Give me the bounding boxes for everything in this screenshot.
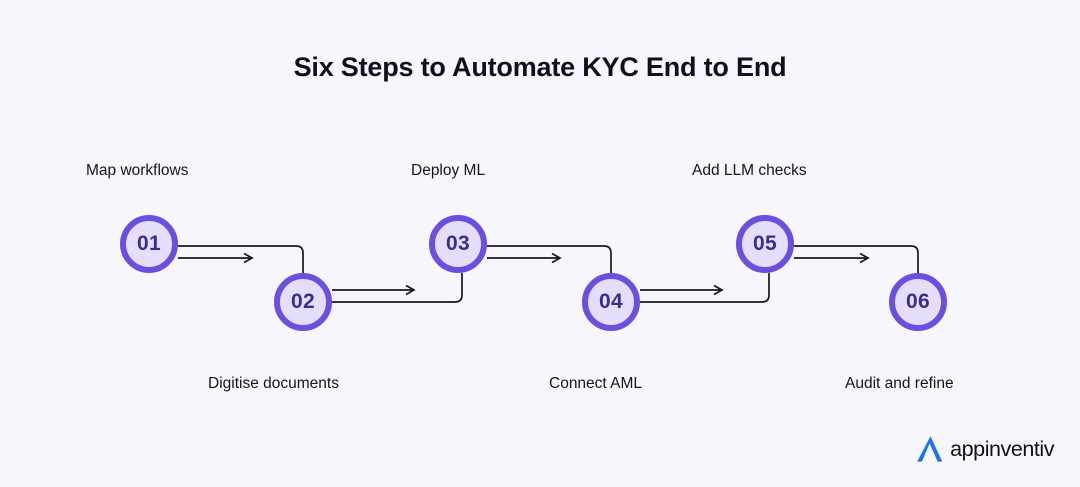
page-title: Six Steps to Automate KYC End to End <box>293 52 787 82</box>
connector-05-06-path <box>794 245 919 275</box>
appinventiv-logo[interactable]: appinventiv <box>915 433 1054 465</box>
appinventiv-wordmark: appinventiv <box>950 436 1054 461</box>
step-label-04: Connect AML <box>549 375 643 392</box>
step-node-04[interactable]: 04 <box>582 273 640 331</box>
step-label-03: Deploy ML <box>411 162 486 179</box>
step-label-06: Audit and refine <box>845 375 954 392</box>
connector-04-05-arrowhead <box>713 284 724 296</box>
connector-02-03-path <box>332 273 463 303</box>
connector-04-05-path <box>640 273 770 303</box>
step-label-02: Digitise documents <box>208 375 339 392</box>
step-node-03[interactable]: 03 <box>429 215 487 273</box>
step-node-02[interactable]: 02 <box>274 273 332 331</box>
connector-02-03-arrowhead <box>405 284 416 296</box>
connector-03-04-path <box>487 245 612 275</box>
connector-01-02-path <box>178 245 304 275</box>
appinventiv-a-mark-icon <box>917 436 943 462</box>
step-node-05[interactable]: 05 <box>736 215 794 273</box>
step-node-01[interactable]: 01 <box>120 215 178 273</box>
step-label-01: Map workflows <box>86 162 189 179</box>
connector-05-06-arrowhead <box>859 252 870 264</box>
step-node-06[interactable]: 06 <box>889 273 947 331</box>
connector-03-04-arrowhead <box>551 252 562 264</box>
connector-01-02-arrowhead <box>243 252 254 264</box>
step-label-05: Add LLM checks <box>692 162 807 179</box>
